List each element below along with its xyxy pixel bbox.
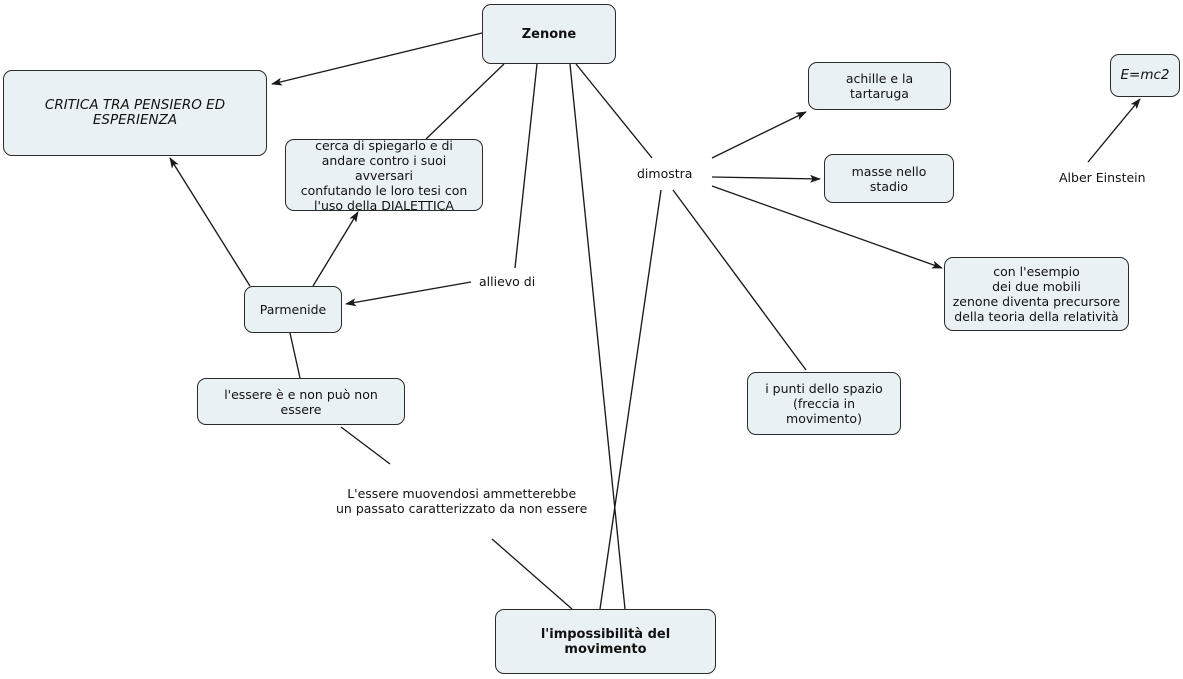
node-masse[interactable]: masse nello stadio	[824, 154, 954, 203]
edge-zenone-impossibilita	[569, 63, 626, 610]
edge-essere-muovendosi	[340, 426, 391, 465]
node-achille[interactable]: achille e la tartaruga	[808, 62, 951, 110]
link-label-einstein[interactable]: Alber Einstein	[1059, 170, 1146, 185]
edge-zenone-dimostra	[575, 63, 653, 159]
edge-parmenide-essere	[289, 332, 301, 379]
edge-muovendosi-impossibilita	[491, 538, 573, 610]
edge-parmenide-dialettica	[312, 211, 359, 287]
link-label-allievo[interactable]: allievo di	[479, 274, 536, 289]
node-parmenide[interactable]: Parmenide	[244, 286, 342, 333]
edge-dimostra-masse	[711, 174, 821, 183]
node-critica[interactable]: CRITICA TRA PENSIERO ED ESPERIENZA	[3, 70, 267, 156]
edge-parmenide-critica	[169, 157, 251, 287]
node-impossibilita[interactable]: l'impossibilità del movimento	[495, 609, 716, 674]
edge-zenone-allievo	[514, 63, 538, 269]
edge-allievo-parmenide	[345, 281, 472, 307]
node-zenone[interactable]: Zenone	[482, 4, 616, 64]
link-label-essere-muovendosi[interactable]: L'essere muovendosi ammetterebbe un pass…	[336, 486, 588, 516]
edge-zenone-dialettica	[425, 63, 505, 140]
node-essere[interactable]: l'essere è e non può non essere	[197, 378, 405, 425]
node-relativita[interactable]: con l'esempio dei due mobili zenone dive…	[944, 257, 1129, 331]
node-punti[interactable]: i punti dello spazio (freccia in movimen…	[747, 372, 901, 435]
link-label-dimostra[interactable]: dimostra	[637, 166, 693, 181]
node-dialettica[interactable]: cerca di spiegarlo e di andare contro i …	[285, 138, 483, 213]
edge-dimostra-impossibilita	[599, 189, 662, 610]
edge-dimostra-achille	[711, 111, 807, 159]
edge-zenone-critica	[271, 32, 483, 86]
edge-dimostra-punti	[672, 189, 807, 371]
node-emc2[interactable]: E=mc2	[1110, 54, 1180, 97]
edge-einstein-emc2	[1087, 98, 1141, 163]
